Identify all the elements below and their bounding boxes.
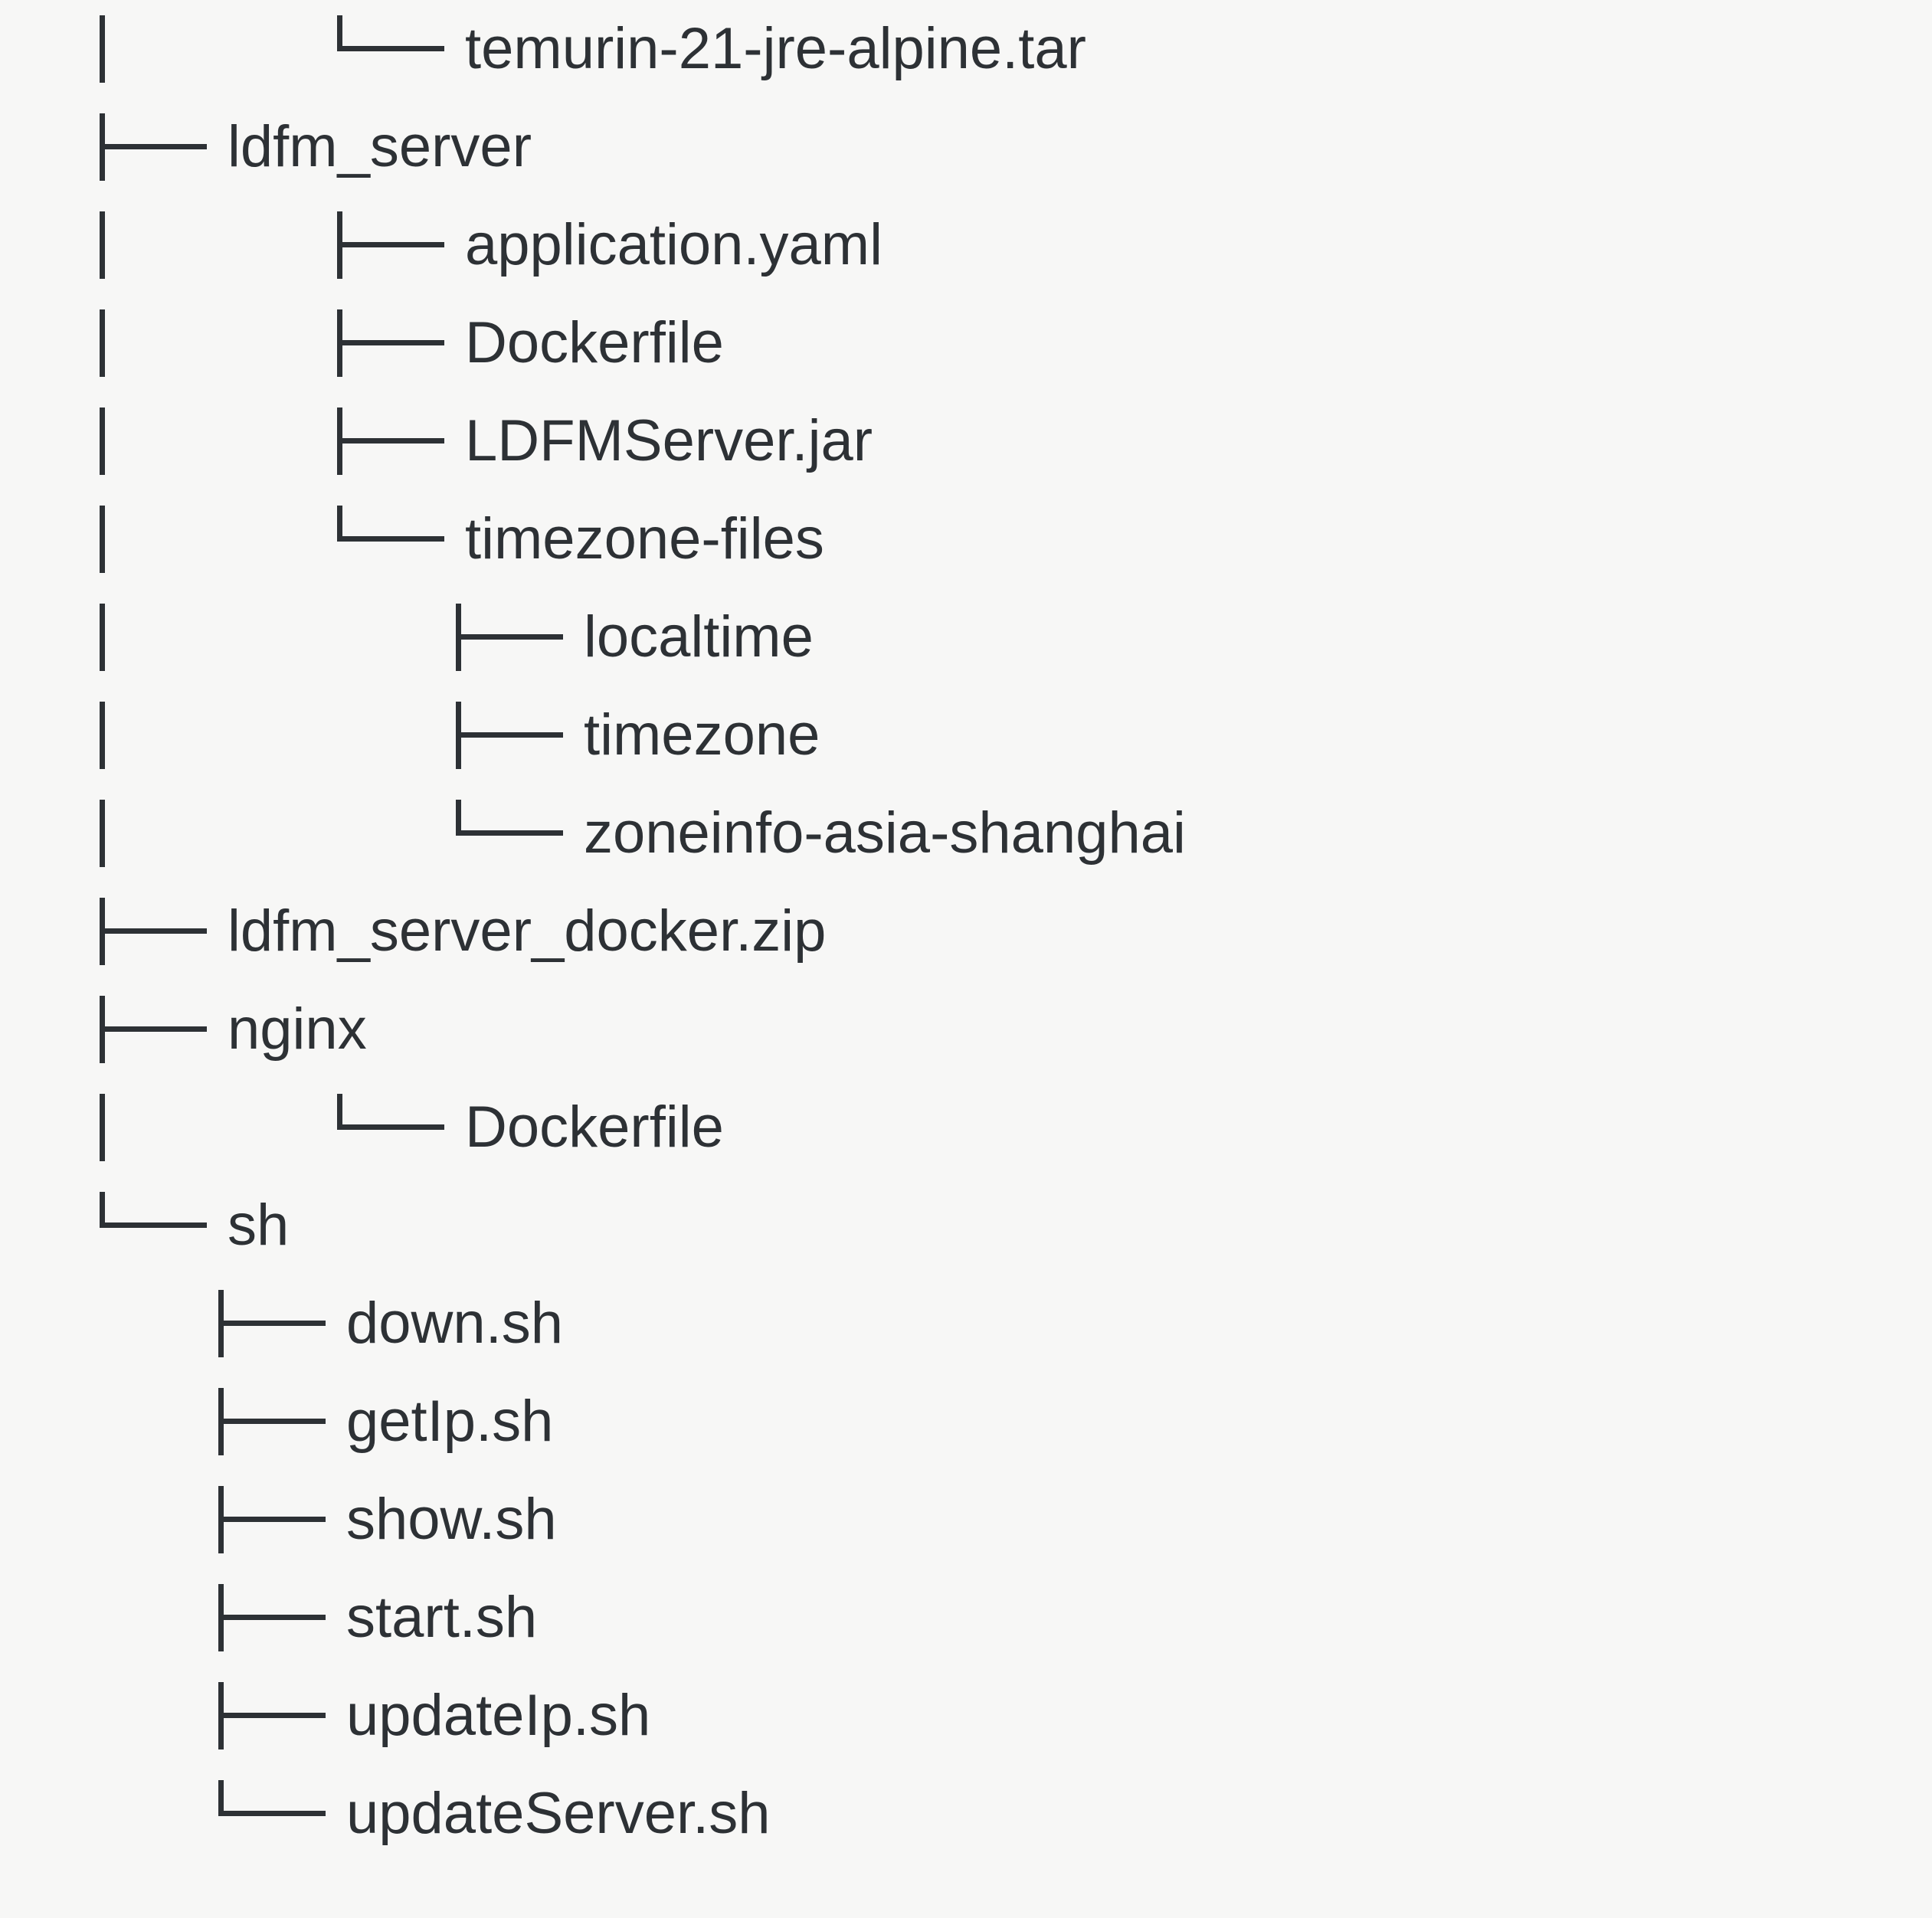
tree-node-label[interactable]: nginx bbox=[228, 997, 367, 1062]
tree-node-label[interactable]: temurin-21-jre-alpine.tar bbox=[465, 16, 1086, 81]
tree-row: temurin-21-jre-alpine.tar bbox=[0, 0, 1932, 98]
tree-spacer bbox=[336, 588, 454, 686]
tree-node-label[interactable]: down.sh bbox=[346, 1291, 564, 1356]
tree-spacer bbox=[217, 196, 336, 294]
tree-node-label[interactable]: ldfm_server bbox=[228, 114, 532, 179]
tree-tee-icon bbox=[217, 1471, 336, 1569]
tree-elbow-icon bbox=[98, 1177, 217, 1275]
tree-node-label[interactable]: application.yaml bbox=[465, 212, 882, 277]
tree-row: ldfm_server_docker.zip bbox=[0, 882, 1932, 980]
tree-row: LDFMServer.jar bbox=[0, 392, 1932, 490]
tree-row: getIp.sh bbox=[0, 1373, 1932, 1471]
tree-row: sh bbox=[0, 1177, 1932, 1275]
tree-row: zoneinfo-asia-shanghai bbox=[0, 784, 1932, 882]
tree-node-label[interactable]: timezone bbox=[584, 702, 820, 768]
tree-tee-icon bbox=[217, 1373, 336, 1471]
tree-spacer bbox=[217, 490, 336, 588]
tree-tee-icon bbox=[336, 294, 454, 392]
tree-row: application.yaml bbox=[0, 196, 1932, 294]
tree-spacer bbox=[217, 784, 336, 882]
tree-tee-icon bbox=[217, 1569, 336, 1667]
tree-row: nginx bbox=[0, 980, 1932, 1078]
tree-spacer bbox=[217, 0, 336, 98]
tree-node-label[interactable]: updateIp.sh bbox=[346, 1683, 651, 1748]
tree-spacer bbox=[98, 1569, 217, 1667]
tree-row: start.sh bbox=[0, 1569, 1932, 1667]
tree-row: Dockerfile bbox=[0, 294, 1932, 392]
tree-tee-icon bbox=[98, 98, 217, 196]
tree-spacer bbox=[98, 1373, 217, 1471]
tree-tee-icon bbox=[98, 980, 217, 1078]
tree-pipe-icon bbox=[98, 392, 217, 490]
tree-node-label[interactable]: sh bbox=[228, 1193, 290, 1258]
tree-node-label[interactable]: getIp.sh bbox=[346, 1389, 554, 1454]
tree-node-label[interactable]: timezone-files bbox=[465, 506, 824, 571]
tree-row: down.sh bbox=[0, 1275, 1932, 1373]
tree-row: ldfm_server bbox=[0, 98, 1932, 196]
tree-tee-icon bbox=[454, 588, 573, 686]
tree-pipe-icon bbox=[98, 0, 217, 98]
tree-pipe-icon bbox=[98, 1078, 217, 1177]
tree-spacer bbox=[98, 1275, 217, 1373]
tree-pipe-icon bbox=[98, 686, 217, 784]
tree-tee-icon bbox=[217, 1275, 336, 1373]
tree-node-label[interactable]: ldfm_server_docker.zip bbox=[228, 898, 827, 964]
tree-row: updateServer.sh bbox=[0, 1765, 1932, 1863]
tree-node-label[interactable]: start.sh bbox=[346, 1585, 538, 1650]
tree-pipe-icon bbox=[98, 490, 217, 588]
tree-node-label[interactable]: zoneinfo-asia-shanghai bbox=[584, 800, 1186, 866]
tree-node-label[interactable]: localtime bbox=[584, 604, 814, 669]
tree-spacer bbox=[217, 392, 336, 490]
tree-tee-icon bbox=[454, 686, 573, 784]
tree-spacer bbox=[336, 784, 454, 882]
tree-spacer bbox=[98, 1667, 217, 1765]
tree-spacer bbox=[98, 1765, 217, 1863]
tree-elbow-icon bbox=[217, 1765, 336, 1863]
tree-node-label[interactable]: updateServer.sh bbox=[346, 1781, 771, 1846]
tree-pipe-icon bbox=[98, 294, 217, 392]
tree-node-label[interactable]: LDFMServer.jar bbox=[465, 408, 873, 473]
tree-elbow-icon bbox=[336, 490, 454, 588]
tree-pipe-icon bbox=[98, 588, 217, 686]
tree-row: Dockerfile bbox=[0, 1078, 1932, 1177]
tree-row: timezone bbox=[0, 686, 1932, 784]
tree-spacer bbox=[98, 1471, 217, 1569]
tree-spacer bbox=[217, 588, 336, 686]
tree-elbow-icon bbox=[336, 0, 454, 98]
tree-pipe-icon bbox=[98, 784, 217, 882]
tree-elbow-icon bbox=[454, 784, 573, 882]
tree-row: show.sh bbox=[0, 1471, 1932, 1569]
tree-node-label[interactable]: Dockerfile bbox=[465, 310, 724, 375]
tree-tee-icon bbox=[336, 392, 454, 490]
tree-elbow-icon bbox=[336, 1078, 454, 1177]
tree-row: localtime bbox=[0, 588, 1932, 686]
tree-spacer bbox=[217, 294, 336, 392]
tree-tee-icon bbox=[98, 882, 217, 980]
tree-row: updateIp.sh bbox=[0, 1667, 1932, 1765]
tree-row: timezone-files bbox=[0, 490, 1932, 588]
tree-tee-icon bbox=[336, 196, 454, 294]
tree-node-label[interactable]: Dockerfile bbox=[465, 1095, 724, 1160]
tree-node-label[interactable]: show.sh bbox=[346, 1487, 557, 1552]
tree-spacer bbox=[217, 686, 336, 784]
tree-spacer bbox=[217, 1078, 336, 1177]
tree-pipe-icon bbox=[98, 196, 217, 294]
tree-tee-icon bbox=[217, 1667, 336, 1765]
tree-spacer bbox=[336, 686, 454, 784]
